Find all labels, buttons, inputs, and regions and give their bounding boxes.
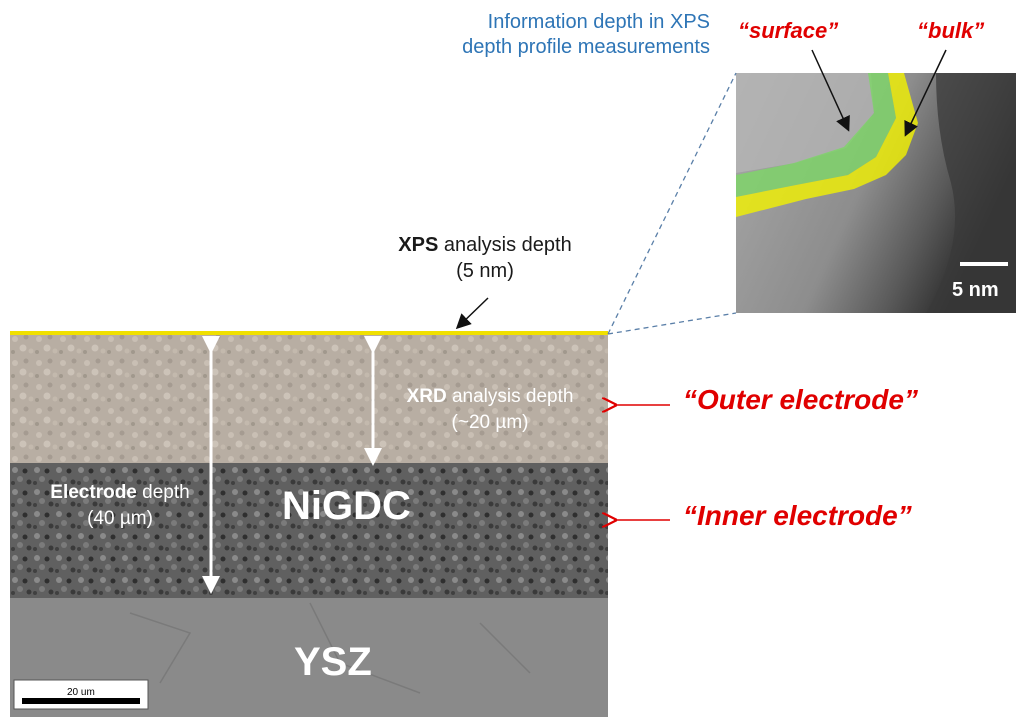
xrd-value: (~20 µm) (451, 412, 529, 433)
xrd-depth-label: XRD analysis depth (~20 µm) (380, 384, 600, 436)
bulk-layer-band (736, 73, 918, 217)
surface-arrow (811, 49, 850, 132)
tem-title-line2: depth profile measurements (462, 36, 710, 58)
inset-connector-top (607, 72, 737, 335)
inner-electrode-region (10, 463, 608, 598)
xps-strong: XPS (398, 234, 439, 256)
sem-scale-label: 20 um (67, 687, 95, 698)
bulk-arrow (904, 49, 947, 137)
sem-scale-bar (22, 698, 140, 704)
nigdc-label: NiGDC (282, 484, 411, 528)
tem-title-line1: Information depth in XPS (487, 11, 710, 33)
xps-rest: analysis depth (438, 234, 572, 256)
xps-value: (5 nm) (456, 260, 514, 282)
sem-scale-bar-box (13, 679, 149, 710)
tem-scale-label: 5 nm (952, 279, 999, 301)
outer-electrode-region (10, 333, 608, 463)
electrode-depth-label: Electrode depth (40 µm) (20, 480, 220, 532)
tem-image: 5 nm (736, 73, 1016, 313)
xps-depth-label: XPS analysis depth (5 nm) (375, 232, 595, 284)
inner-electrode-label: “Inner electrode” (683, 500, 912, 531)
surface-label: “surface” (738, 18, 839, 43)
bulk-label: “bulk” (917, 18, 985, 43)
sem-image: 20 um (10, 333, 608, 717)
outer-electrode-label: “Outer electrode” (683, 384, 918, 415)
xps-arrow (455, 297, 489, 330)
electrode-strong: Electrode (50, 482, 137, 503)
ysz-label: YSZ (294, 640, 372, 684)
electrode-value: (40 µm) (87, 508, 153, 529)
xrd-strong: XRD (406, 386, 447, 407)
inset-connector-bottom (607, 312, 737, 335)
tem-title: Information depth in XPS depth profile m… (380, 10, 710, 60)
electrode-rest: depth (136, 482, 190, 503)
xrd-rest: analysis depth (446, 386, 574, 407)
xps-surface-line (10, 331, 608, 335)
tem-scale-bar (960, 262, 1008, 266)
surface-layer-band (736, 73, 896, 197)
